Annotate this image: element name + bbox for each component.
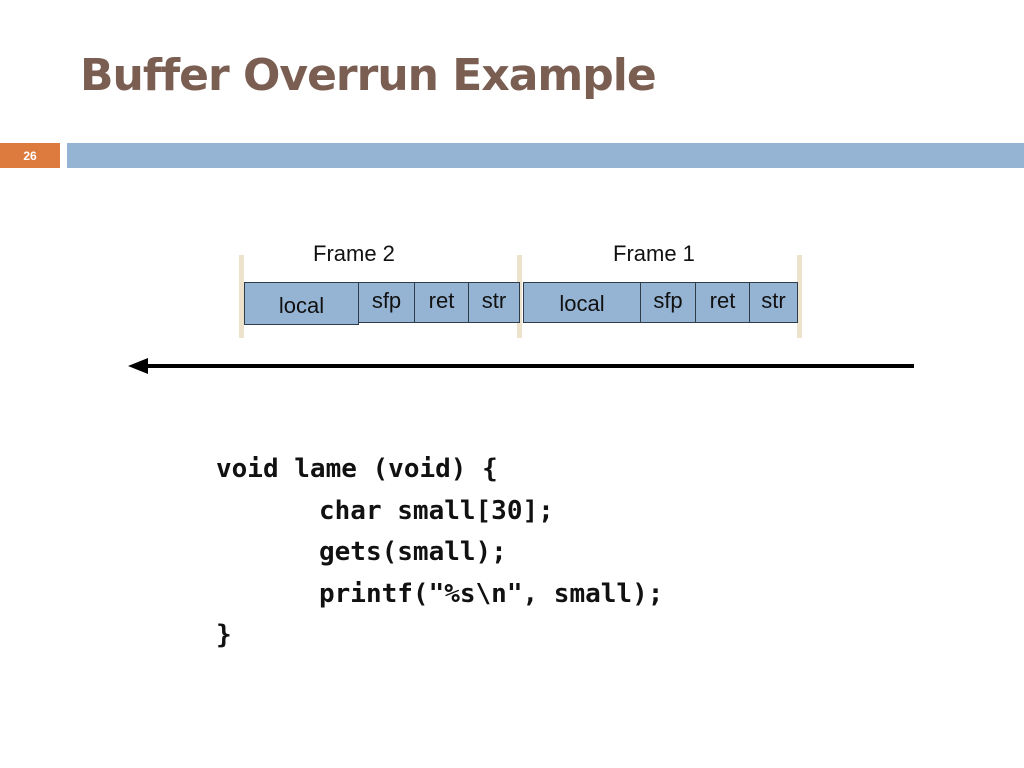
frame-boundary xyxy=(797,255,802,338)
code-line: gets(small); xyxy=(319,537,507,567)
code-line: } xyxy=(216,620,232,650)
frame-2-sfp-cell: sfp xyxy=(358,282,415,323)
frame-2-ret-cell: ret xyxy=(414,282,469,323)
frame-1-str-cell: str xyxy=(749,282,798,323)
frame-boundary xyxy=(239,255,244,338)
overflow-direction-arrow xyxy=(128,358,914,374)
frame-2-str-cell: str xyxy=(468,282,520,323)
frame-1-sfp-cell: sfp xyxy=(640,282,696,323)
code-line: char small[30]; xyxy=(319,495,554,526)
frame-1-local-cell: local xyxy=(523,282,641,323)
code-line: void lame (void) { xyxy=(216,454,498,484)
code-line: printf("%s\n", small); xyxy=(319,578,664,609)
header-bar xyxy=(67,143,1024,168)
code-block: void lame (void) { char small[30]; gets(… xyxy=(216,449,663,657)
slide-title: Buffer Overrun Example xyxy=(80,50,657,101)
frame-1-label: Frame 1 xyxy=(613,241,695,266)
frame-2-label: Frame 2 xyxy=(313,241,395,266)
frame-1-ret-cell: ret xyxy=(695,282,750,323)
slide-number: 26 xyxy=(0,143,60,168)
frame-2-local-cell: local xyxy=(244,282,359,325)
